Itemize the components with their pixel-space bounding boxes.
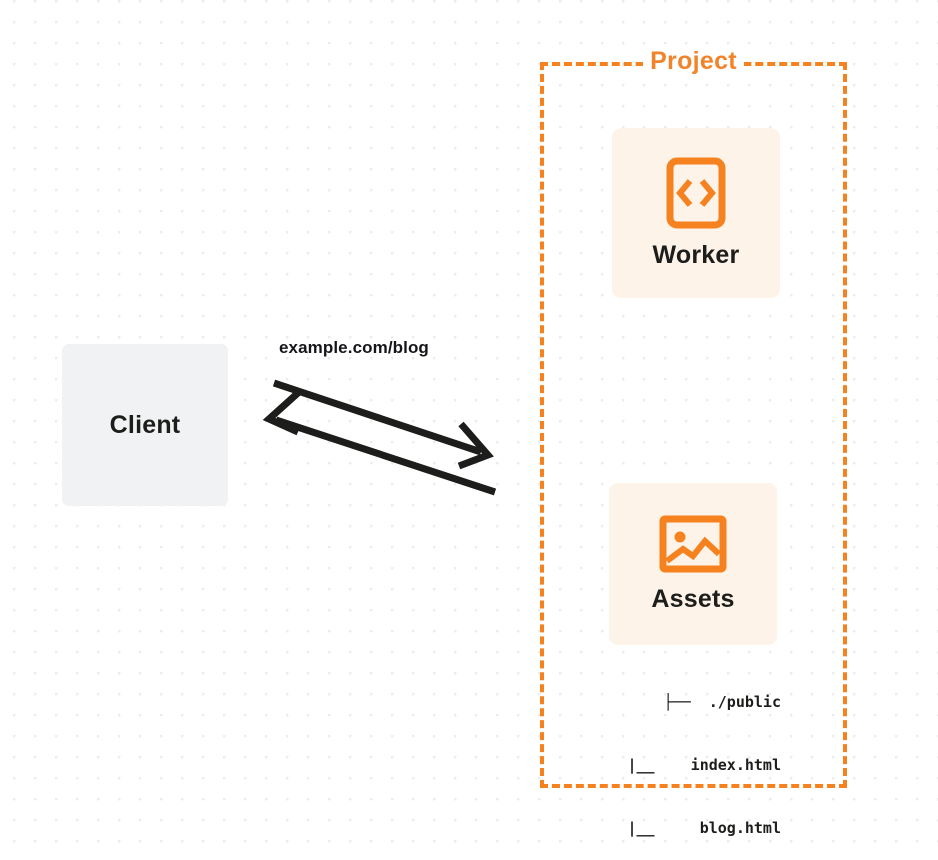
connection-url-label: example.com/blog [279,338,429,357]
assets-card[interactable]: Assets [609,483,777,645]
request-arrow [272,379,494,470]
file-tree-line: ├── ./public [663,693,781,711]
file-tree-line: |__ blog.html [627,819,781,837]
assets-card-label: Assets [651,584,735,613]
response-arrow [262,389,497,496]
worker-card-label: Worker [652,240,740,269]
project-title: Project [540,47,847,76]
worker-card[interactable]: Worker [612,128,780,298]
client-node-label: Client [109,410,181,439]
image-icon [659,515,727,573]
code-brackets-icon [666,157,726,229]
client-node[interactable]: Client [62,344,228,506]
file-tree-line: |__ index.html [627,756,781,774]
project-title-text: Project [643,47,744,75]
assets-file-tree: ├── ./public |__ index.html |__ blog.htm… [588,650,781,860]
